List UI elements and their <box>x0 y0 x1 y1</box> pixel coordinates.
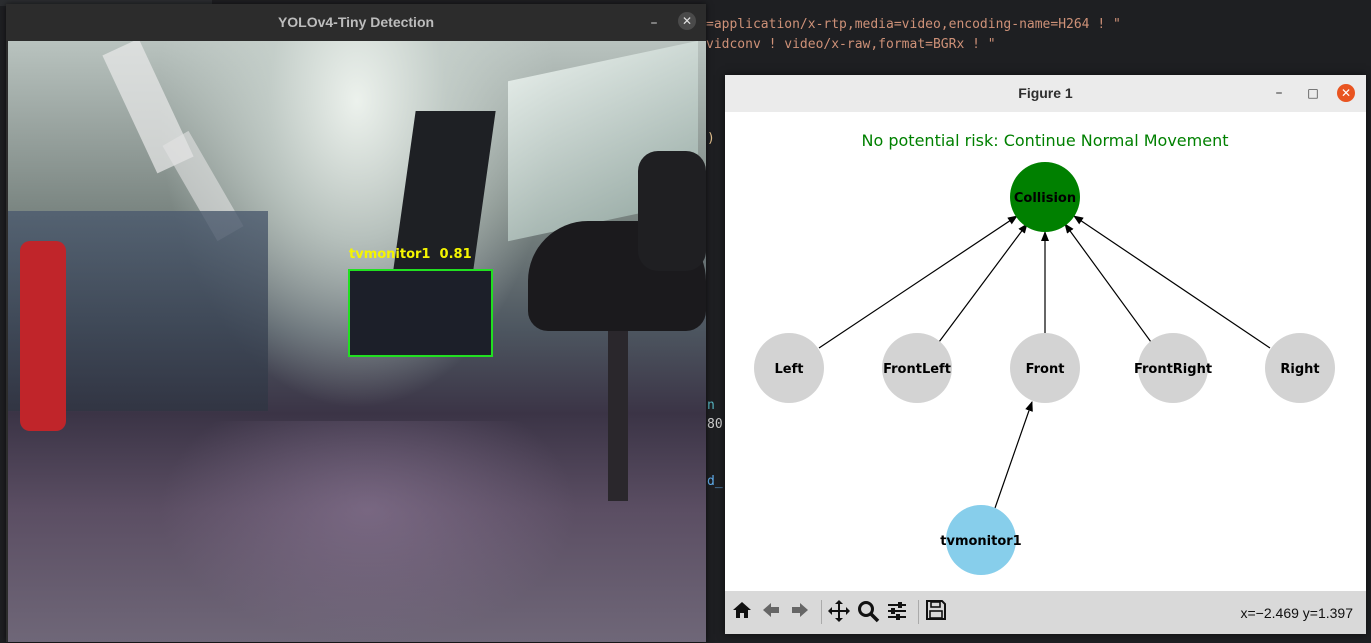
node-frontleft <box>882 333 952 403</box>
close-button[interactable]: ✕ <box>1337 84 1355 102</box>
chair-back <box>638 151 706 271</box>
toolbar-separator <box>918 600 919 624</box>
detection-score: 0.81 <box>439 247 472 262</box>
window-title: Figure 1 <box>725 75 1366 112</box>
camera-feed: tvmonitor1 0.81 <box>8 41 706 642</box>
pan-icon[interactable] <box>826 599 852 625</box>
node-front <box>1010 333 1080 403</box>
node-label: FrontRight <box>1134 362 1212 377</box>
status-text: No potential risk: Continue Normal Movem… <box>862 131 1229 150</box>
figure-window: Figure 1 – □ ✕ No potential risk: Contin… <box>725 75 1366 634</box>
back-icon[interactable] <box>758 599 784 625</box>
risk-graph: No potential risk: Continue Normal Movem… <box>754 131 1335 575</box>
zoom-icon[interactable] <box>855 599 881 625</box>
edge-left-collision <box>818 215 1018 349</box>
editor-tab-strip <box>0 0 212 6</box>
graph-plot-area[interactable]: No potential risk: Continue Normal Movem… <box>725 112 1366 591</box>
window-title: YOLOv4-Tiny Detection <box>6 4 706 41</box>
node-label: tvmonitor1 <box>940 534 1021 549</box>
chair-leg <box>608 331 628 501</box>
edge-frontleft-collision <box>938 223 1028 343</box>
node-label: FrontLeft <box>883 362 951 377</box>
save-icon[interactable] <box>923 599 949 625</box>
detection-class: tvmonitor1 <box>349 247 431 262</box>
node-label: Front <box>1026 362 1065 377</box>
node-collision <box>1010 162 1080 232</box>
edge-right-collision <box>1073 215 1271 349</box>
detection-bounding-box <box>348 269 493 357</box>
code-line: =application/x-rtp,media=video,encoding-… <box>706 17 1121 32</box>
code-line: vidconv ! video/x-raw,format=BGRx ! " <box>706 37 996 52</box>
node-frontright <box>1138 333 1208 403</box>
code-fragment: 80 <box>707 417 723 432</box>
code-fragment: ) <box>707 131 715 146</box>
node-label: Right <box>1280 362 1319 377</box>
edge-tvmonitor1-front <box>994 401 1033 509</box>
minimize-button[interactable]: – <box>650 15 658 31</box>
dark-cabinet <box>390 111 496 291</box>
cursor-coordinates: x=−2.469 y=1.397 <box>1240 605 1354 621</box>
matplotlib-toolbar: x=−2.469 y=1.397 <box>725 591 1366 634</box>
node-right <box>1265 333 1335 403</box>
node-label: Left <box>775 362 804 377</box>
maximize-button[interactable]: □ <box>1307 86 1319 100</box>
minimize-button[interactable]: – <box>1275 85 1283 101</box>
fire-extinguisher <box>20 241 66 431</box>
toolbar-separator <box>821 600 822 624</box>
detection-label: tvmonitor1 0.81 <box>349 247 472 262</box>
node-label: Collision <box>1014 191 1076 206</box>
forward-icon[interactable] <box>787 599 813 625</box>
floor <box>158 421 578 642</box>
code-fragment: n <box>707 398 715 413</box>
close-button[interactable]: ✕ <box>678 12 696 30</box>
code-fragment: d_ <box>707 474 723 489</box>
yolo-detection-window: YOLOv4-Tiny Detection – ✕ tvmonitor1 0.8… <box>6 4 706 642</box>
node-left <box>754 333 824 403</box>
node-tvmonitor1 <box>946 505 1016 575</box>
home-icon[interactable] <box>729 599 755 625</box>
edge-frontright-collision <box>1064 223 1152 343</box>
configure-icon[interactable] <box>884 599 910 625</box>
